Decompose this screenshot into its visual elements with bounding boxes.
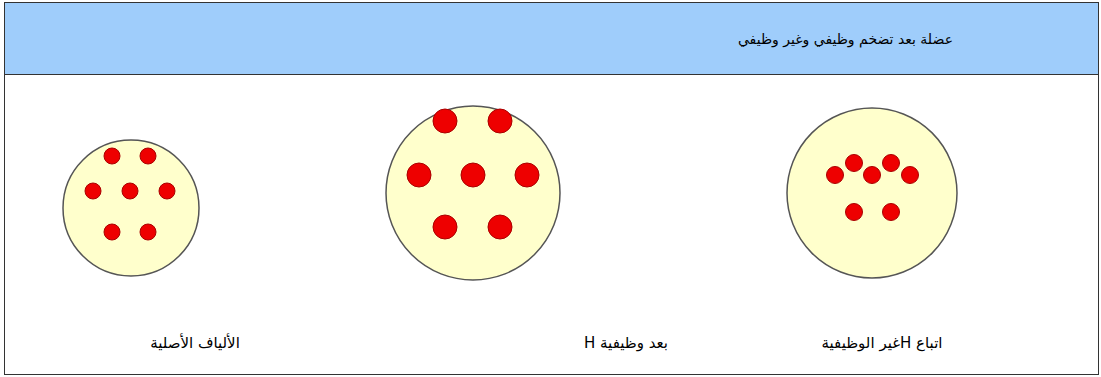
fiber-label: بعد وظيفية H	[584, 334, 668, 352]
fiber-label: الألياف الأصلية	[150, 334, 240, 352]
nonfunctional-fiber	[787, 108, 957, 278]
header-band: عضلة بعد تضخم وظيفي وغير وظيفي	[5, 3, 1098, 75]
fiber-circle	[787, 108, 957, 278]
fiber-label: اتباع Hغير الوظيفية	[822, 334, 943, 352]
nuclei	[827, 155, 919, 221]
original-fiber	[63, 140, 199, 276]
nuclei	[85, 148, 175, 240]
ground	[5, 75, 1098, 374]
nuclei	[407, 109, 539, 239]
frame	[5, 3, 1099, 375]
header-text: عضلة بعد تضخم وظيفي وغير وظيفي	[738, 31, 953, 47]
fiber-circle	[63, 140, 199, 276]
functional-fiber	[386, 106, 560, 280]
fiber-circle	[386, 106, 560, 280]
